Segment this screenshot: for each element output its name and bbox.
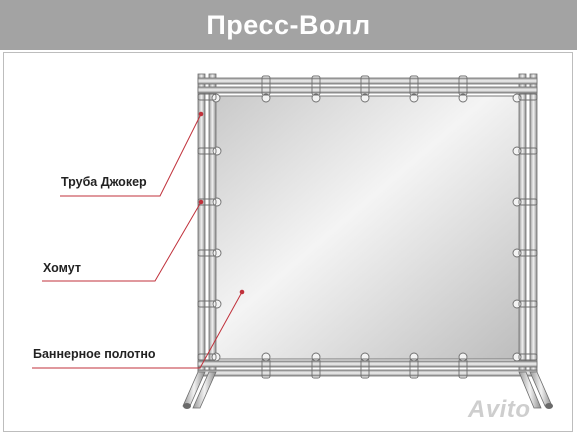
clamps-sides xyxy=(197,146,538,309)
label-clamp: Хомут xyxy=(43,261,81,275)
foot-cap xyxy=(545,403,553,409)
banner-canvas xyxy=(213,95,521,360)
clamps-top xyxy=(197,75,538,103)
label-pipe: Труба Джокер xyxy=(61,175,147,189)
clamps-bottom xyxy=(197,352,538,379)
leader-lines xyxy=(32,113,243,369)
header-bar: Пресс-Волл xyxy=(0,0,577,50)
foot-cap xyxy=(183,403,191,409)
frame-pipes xyxy=(182,73,553,409)
label-banner: Баннерное полотно xyxy=(33,347,156,361)
avito-watermark: Avito xyxy=(468,396,531,423)
page-title: Пресс-Волл xyxy=(206,9,371,40)
leader-dots xyxy=(198,111,245,295)
